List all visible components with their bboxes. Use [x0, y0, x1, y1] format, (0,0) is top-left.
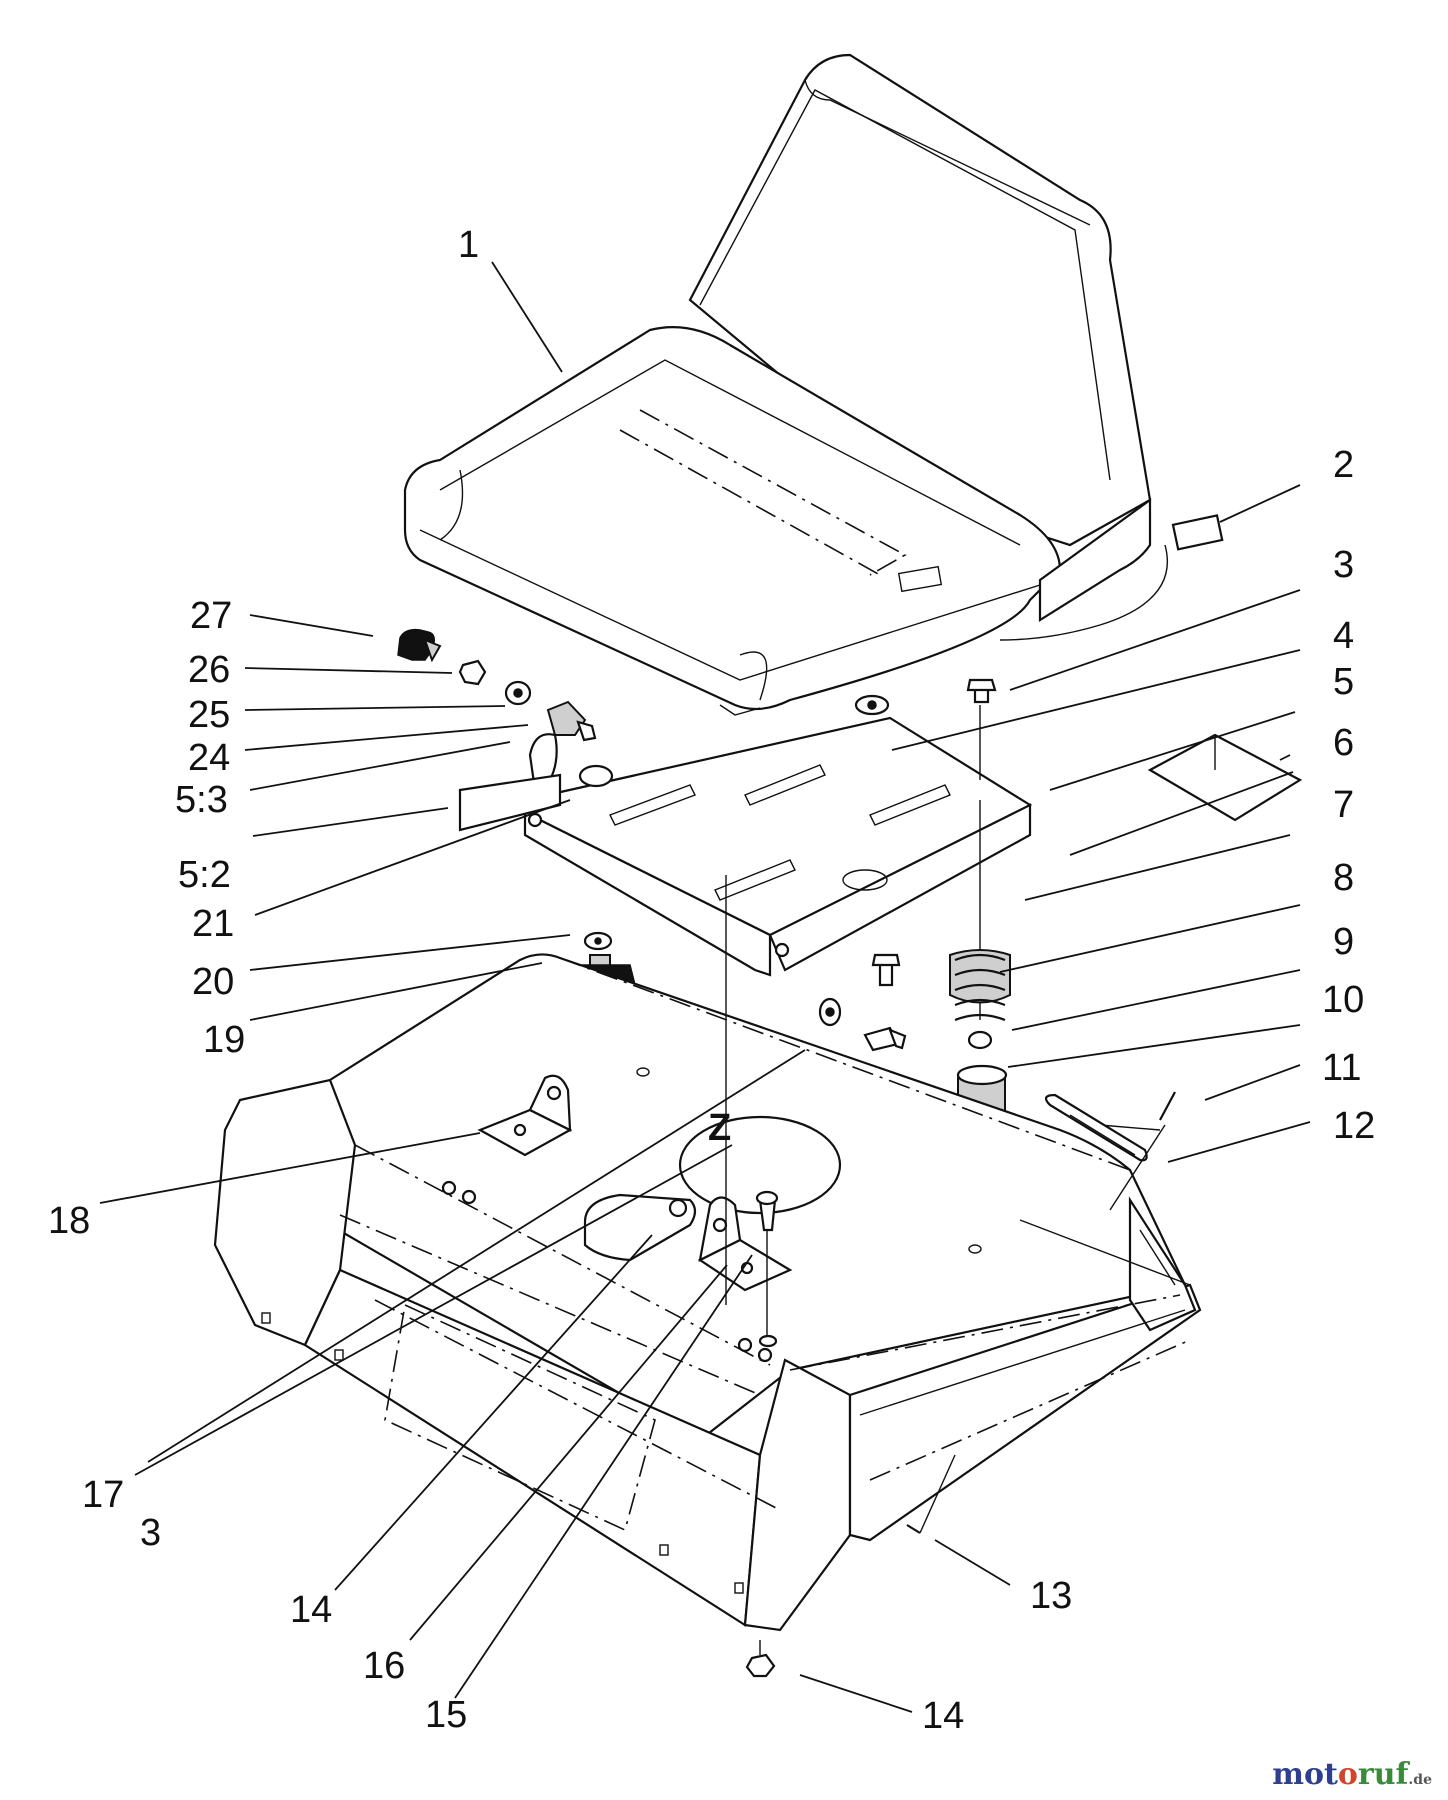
- z-reference: Z: [708, 875, 731, 1305]
- switch-24: [546, 700, 597, 742]
- callout-5-2: 5:2: [178, 854, 231, 896]
- leader-lines: [99, 261, 1311, 1713]
- spring-8: [949, 800, 1011, 1022]
- callout-13: 13: [1030, 1575, 1072, 1617]
- bolt-3-lower: [871, 953, 901, 987]
- callout-5: 5: [1333, 661, 1354, 703]
- callout-9: 9: [1333, 921, 1354, 963]
- callout-11: 11: [1322, 1047, 1361, 1089]
- bolt-3: [966, 678, 997, 780]
- callout-12: 12: [1333, 1105, 1375, 1147]
- callout-17: 17: [82, 1474, 124, 1516]
- decal-5-2: [458, 773, 562, 832]
- callout-15: 15: [425, 1694, 467, 1736]
- callout-26: 26: [188, 649, 230, 691]
- callout-6: 6: [1333, 722, 1354, 764]
- callout-3: 3: [1333, 544, 1354, 586]
- callout-25: 25: [188, 694, 230, 736]
- callout-5-3: 5:3: [175, 779, 228, 821]
- callout-14-bottom: 14: [922, 1695, 964, 1737]
- callout-3-lower: 3: [140, 1512, 161, 1554]
- callout-1: 1: [458, 224, 479, 266]
- nut-14: [745, 1653, 776, 1678]
- callout-4: 4: [1333, 615, 1354, 657]
- chassis-body: [213, 953, 1202, 1632]
- bracket-18: [477, 1074, 573, 1157]
- callout-8: 8: [1333, 857, 1354, 899]
- spacer-21: [578, 764, 614, 788]
- callout-19: 19: [203, 1019, 245, 1061]
- seat-opening: [678, 1115, 842, 1215]
- screw-13: [906, 1524, 921, 1534]
- callout-16: 16: [363, 1645, 405, 1687]
- hairpin-12: [1044, 1093, 1148, 1162]
- pin-11: [1159, 1091, 1176, 1121]
- decal-2: [1171, 514, 1224, 551]
- callout-14-left: 14: [290, 1589, 332, 1631]
- callout-2: 2: [1333, 444, 1354, 486]
- carriage-bolt: [863, 1026, 907, 1052]
- seat-mount-plate: [523, 716, 1033, 977]
- callout-labels: 1 2 3 4 5 6 7 8 9 10 11 12 13 14 14 15 1…: [48, 224, 1375, 1737]
- callout-20: 20: [192, 961, 234, 1003]
- callout-18: 18: [48, 1200, 90, 1242]
- callout-10: 10: [1322, 979, 1364, 1021]
- callout-27: 27: [190, 595, 232, 637]
- nut-26: [458, 659, 487, 686]
- z-marker: Z: [708, 1107, 731, 1149]
- callout-21: 21: [192, 903, 234, 945]
- washer-9: [967, 1030, 993, 1050]
- connector-27: [397, 628, 442, 663]
- watermark-logo: motoruf.de: [1272, 1757, 1432, 1792]
- callout-7: 7: [1333, 784, 1354, 826]
- seat: [403, 53, 1169, 716]
- callout-24: 24: [188, 737, 230, 779]
